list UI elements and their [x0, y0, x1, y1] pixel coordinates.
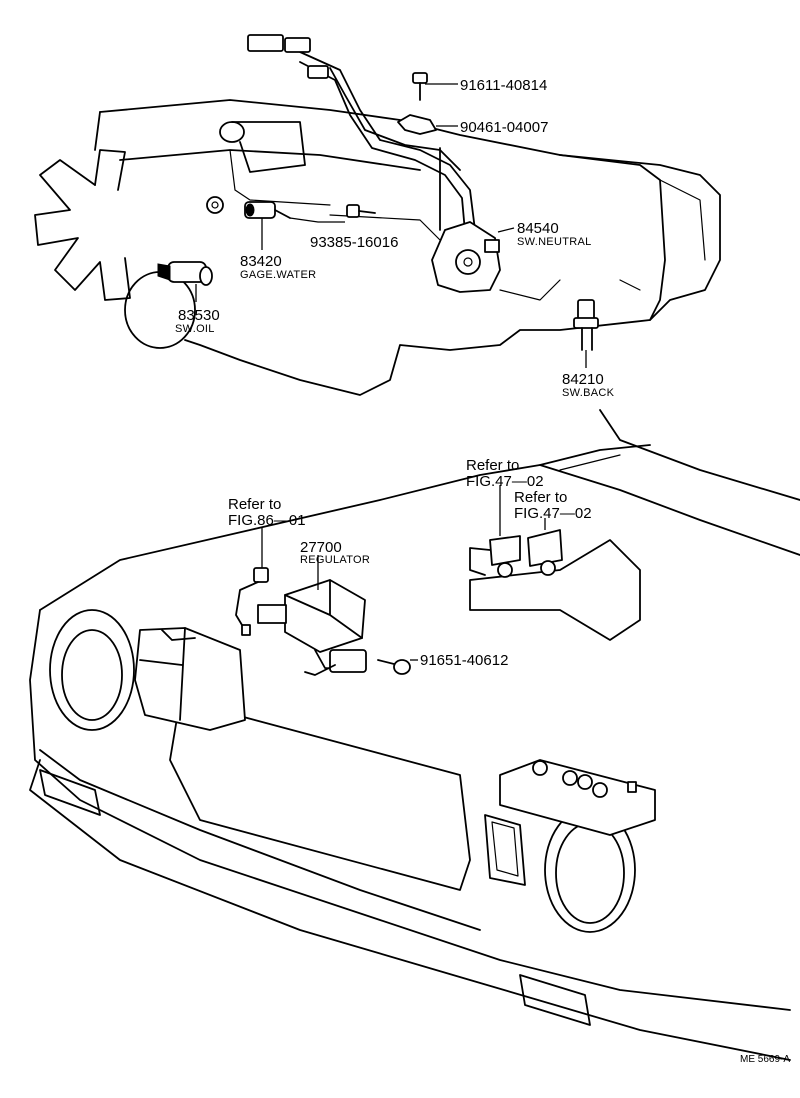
drawing-code: ME 5669-A [740, 1054, 790, 1065]
callout-84540: 84540 [517, 220, 559, 237]
callout-84210-name: SW.BACK [562, 387, 615, 399]
callout-91611: 91611-40814 [460, 77, 547, 94]
ref-fig47-b-line2: FIG.47—02 [514, 505, 592, 522]
grille [169, 699, 471, 891]
ref-fig47-a-line1: Refer to [466, 457, 519, 474]
bolt-91611-icon [412, 72, 428, 101]
callout-83420-name: GAGE.WATER [240, 269, 316, 281]
battery-icon [499, 759, 656, 836]
oil-pressure-switch-icon [157, 261, 213, 286]
headlight-left [49, 609, 135, 731]
hood-outline [39, 444, 651, 611]
horn-relay-assembly-icon [469, 529, 641, 641]
callout-83530-name: SW.OIL [175, 323, 215, 335]
callout-27700: 27700 [300, 539, 342, 556]
washer-tank-icon [134, 627, 246, 731]
callout-93385: 93385-16016 [310, 234, 398, 251]
vehicle-front [29, 409, 800, 1061]
callout-83530: 83530 [178, 307, 220, 324]
callout-27700-name: REGULATOR [300, 554, 370, 566]
ref-fig47-b-line1: Refer to [514, 489, 567, 506]
wiring-harness [247, 34, 476, 233]
connector-fig86-icon [235, 567, 269, 636]
backup-switch-icon [573, 299, 599, 351]
transmission-case [559, 154, 721, 321]
callout-labels: 91611-40814 90461-04007 93385-16016 8454… [175, 77, 615, 669]
reference-labels: Refer to FIG.47—02 Refer to FIG.47—02 Re… [228, 457, 592, 529]
callout-84540-name: SW.NEUTRAL [517, 236, 592, 248]
ref-fig86-line1: Refer to [228, 496, 281, 513]
ref-fig47-a-line2: FIG.47—02 [466, 473, 544, 490]
screw-91651-icon [377, 659, 411, 675]
intake-tube [219, 121, 306, 173]
cooling-fan [34, 149, 131, 301]
neutral-switch-icon [431, 221, 501, 293]
engine-assembly [34, 34, 721, 396]
callout-83420: 83420 [240, 253, 282, 270]
ref-fig86-line2: FIG.86—01 [228, 512, 306, 529]
callout-91651: 91651-40612 [420, 652, 508, 669]
regulator-icon [257, 579, 367, 676]
water-gauge-sender-icon [244, 201, 291, 219]
callout-84210: 84210 [562, 371, 604, 388]
bolt-93385-icon [346, 204, 376, 218]
callout-90461: 90461-04007 [460, 119, 548, 136]
clamp-90461-icon [397, 114, 437, 135]
